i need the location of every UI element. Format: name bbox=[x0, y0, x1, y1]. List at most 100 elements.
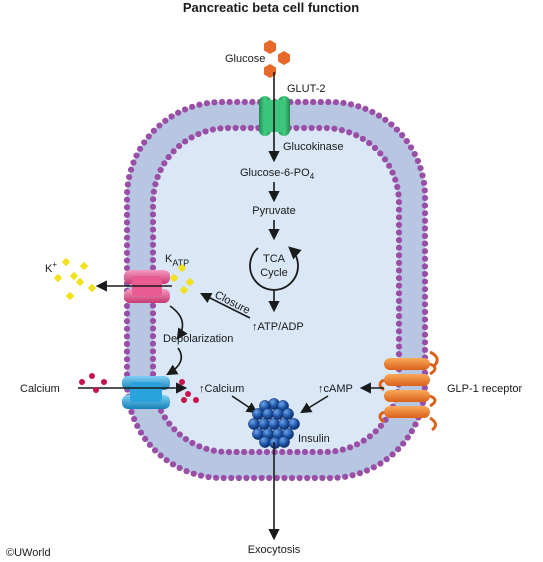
membrane-bead bbox=[123, 219, 131, 226]
membrane-bead bbox=[149, 211, 157, 218]
k-ion bbox=[87, 283, 97, 293]
atp-adp-label: ↑ATP/ADP bbox=[252, 321, 304, 333]
membrane-bead bbox=[304, 474, 311, 482]
membrane-bead bbox=[293, 124, 300, 132]
membrane-bead bbox=[128, 408, 135, 415]
membrane-bead bbox=[149, 310, 157, 317]
membrane-bead bbox=[300, 124, 308, 132]
membrane-bead bbox=[151, 447, 159, 454]
membrane-bead bbox=[123, 310, 131, 317]
membrane-bead bbox=[421, 240, 429, 247]
membrane-bead bbox=[123, 333, 131, 340]
membrane-bead bbox=[266, 474, 273, 482]
membrane-bead bbox=[331, 125, 338, 132]
membrane-bead bbox=[347, 101, 355, 108]
membrane-bead bbox=[124, 181, 131, 188]
membrane-bead bbox=[256, 448, 263, 456]
membrane-bead bbox=[149, 234, 157, 241]
membrane-bead bbox=[377, 422, 385, 429]
insulin-granule bbox=[248, 418, 260, 430]
calcium-outside-label: Calcium bbox=[20, 383, 60, 395]
membrane-bead bbox=[372, 428, 379, 435]
membrane-bead bbox=[421, 225, 429, 232]
membrane-bead bbox=[286, 448, 293, 456]
membrane-bead bbox=[340, 99, 347, 107]
membrane-bead bbox=[338, 127, 345, 134]
membrane-bead bbox=[124, 188, 131, 196]
membrane-bead bbox=[279, 448, 286, 456]
membrane-bead bbox=[161, 160, 168, 167]
membrane-bead bbox=[395, 259, 403, 267]
membrane-bead bbox=[146, 441, 153, 448]
k-ions bbox=[53, 257, 195, 301]
tca-cycle-circle bbox=[249, 246, 302, 291]
membrane-bead bbox=[346, 129, 353, 136]
membrane-bead bbox=[175, 109, 182, 116]
calcium-to-insulin-arrow bbox=[231, 395, 258, 414]
calcium-ion bbox=[89, 373, 95, 379]
membrane-bead bbox=[145, 133, 152, 140]
membrane-bead bbox=[203, 445, 210, 452]
membrane-bead bbox=[240, 124, 247, 132]
membrane-bead bbox=[123, 257, 131, 264]
exocytosis-label: Exocytosis bbox=[248, 544, 301, 556]
membrane-bead bbox=[381, 156, 389, 163]
calcium-channel bbox=[122, 376, 170, 409]
insulin-granule bbox=[272, 408, 284, 420]
membrane-bead bbox=[349, 472, 356, 479]
membrane-bead bbox=[377, 150, 384, 157]
membrane-bead bbox=[395, 328, 403, 335]
membrane-bead bbox=[149, 348, 157, 355]
k-ion bbox=[61, 257, 71, 267]
membrane-bead bbox=[388, 121, 395, 128]
membrane-bead bbox=[197, 472, 205, 479]
membrane-bead bbox=[294, 98, 302, 106]
membrane-bead bbox=[137, 429, 145, 436]
calcium-ion bbox=[101, 379, 107, 385]
membrane-bead bbox=[142, 435, 149, 442]
membrane-bead bbox=[389, 169, 396, 176]
membrane-bead bbox=[317, 448, 324, 456]
glucose-molecules bbox=[264, 40, 290, 78]
k-ion bbox=[79, 261, 89, 271]
membrane-bead bbox=[400, 440, 407, 447]
k-ion bbox=[53, 273, 63, 283]
membrane-bead bbox=[133, 152, 140, 159]
membrane-bead bbox=[420, 179, 428, 186]
membrane-bead bbox=[248, 448, 255, 456]
glucose-label: Glucose bbox=[225, 53, 265, 65]
membrane-bead bbox=[123, 371, 131, 378]
membrane-bead bbox=[353, 441, 361, 448]
insulin-granules bbox=[248, 398, 300, 449]
membrane-bead bbox=[169, 461, 177, 468]
membrane-bead bbox=[370, 464, 377, 471]
membrane-bead bbox=[149, 317, 157, 324]
membrane-bead bbox=[162, 117, 169, 124]
insulin-granule bbox=[268, 418, 280, 430]
membrane-bead bbox=[369, 108, 376, 116]
calcium-ion bbox=[93, 387, 99, 393]
membrane-bead bbox=[123, 249, 131, 256]
depolarization-arrow-bottom bbox=[166, 347, 183, 376]
membrane-bead bbox=[228, 474, 235, 482]
membrane-bead bbox=[339, 446, 346, 453]
insulin-granule bbox=[282, 408, 294, 420]
membrane-bead bbox=[301, 448, 309, 456]
membrane-bead bbox=[176, 431, 183, 438]
membrane-bead bbox=[149, 332, 157, 340]
membrane-bead bbox=[123, 264, 131, 272]
membrane-bead bbox=[182, 138, 189, 145]
membrane-bead bbox=[371, 144, 379, 152]
k-ion bbox=[75, 277, 85, 287]
membrane-bead bbox=[123, 302, 131, 310]
membrane-bead bbox=[149, 363, 157, 370]
membrane-bead bbox=[421, 202, 429, 209]
membrane-bead bbox=[218, 98, 226, 106]
membrane-bead bbox=[421, 187, 428, 194]
calcium-ion bbox=[185, 391, 191, 397]
membrane-bead bbox=[196, 101, 203, 108]
membrane-bead bbox=[316, 124, 323, 132]
membrane-bead bbox=[149, 249, 157, 256]
k-ion bbox=[65, 291, 75, 301]
